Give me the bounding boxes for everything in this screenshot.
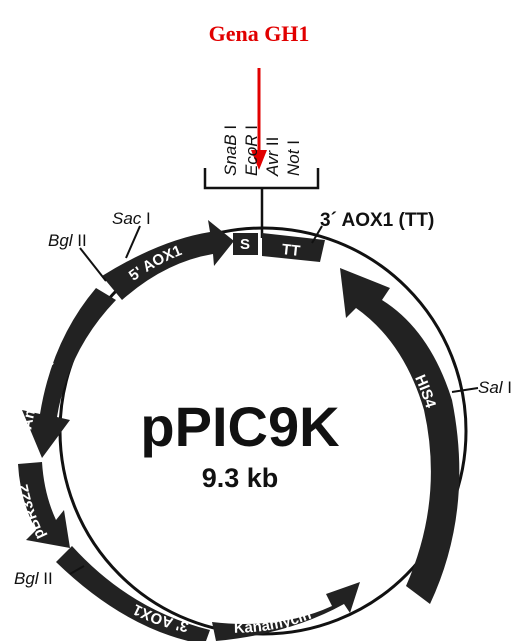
- pbr322-arrow: pBR322: [14, 462, 70, 548]
- mcs-site-list: SnaB I EcoR I Avr II Not I: [221, 125, 303, 177]
- insert-label: Gena GH1: [209, 21, 310, 46]
- aox3-block: 3' AOX1: [56, 546, 210, 641]
- mcs-bracket: [203, 168, 320, 238]
- tt-caption: 3´ AOX1 (TT): [320, 210, 434, 231]
- plasmid-name: pPIC9K: [140, 395, 339, 458]
- site-bgl-top: Bgl II: [48, 231, 107, 282]
- mcs-site-snab: SnaB I: [221, 125, 240, 176]
- mcs-site-avr: Avr II: [263, 137, 282, 177]
- tt-block: TT: [262, 233, 325, 262]
- svg-text:Sal I: Sal I: [478, 378, 512, 397]
- ampicillin-arrow: Ampicillin: [18, 288, 116, 458]
- svg-text:Bgl II: Bgl II: [14, 569, 53, 588]
- site-sal: Sal I: [451, 378, 512, 397]
- site-bgl-bottom: Bgl II: [14, 565, 85, 588]
- his4-arrow: HIS4: [340, 268, 460, 604]
- svg-text:Sac I: Sac I: [112, 209, 151, 228]
- signal-block: S: [233, 233, 258, 255]
- svg-text:TT: TT: [281, 241, 301, 260]
- svg-text:Kanamycin: Kanamycin: [234, 606, 314, 637]
- mcs-site-not: Not I: [284, 140, 303, 176]
- insert-arrow: [251, 68, 267, 170]
- site-sac: Sac I: [112, 209, 151, 259]
- svg-text:S: S: [240, 236, 250, 253]
- aox5-arrow: 5' AOX1: [102, 220, 234, 300]
- mcs-site-ecor: EcoR I: [242, 125, 261, 176]
- plasmid-size: 9.3 kb: [202, 463, 279, 493]
- svg-text:Bgl II: Bgl II: [48, 231, 87, 250]
